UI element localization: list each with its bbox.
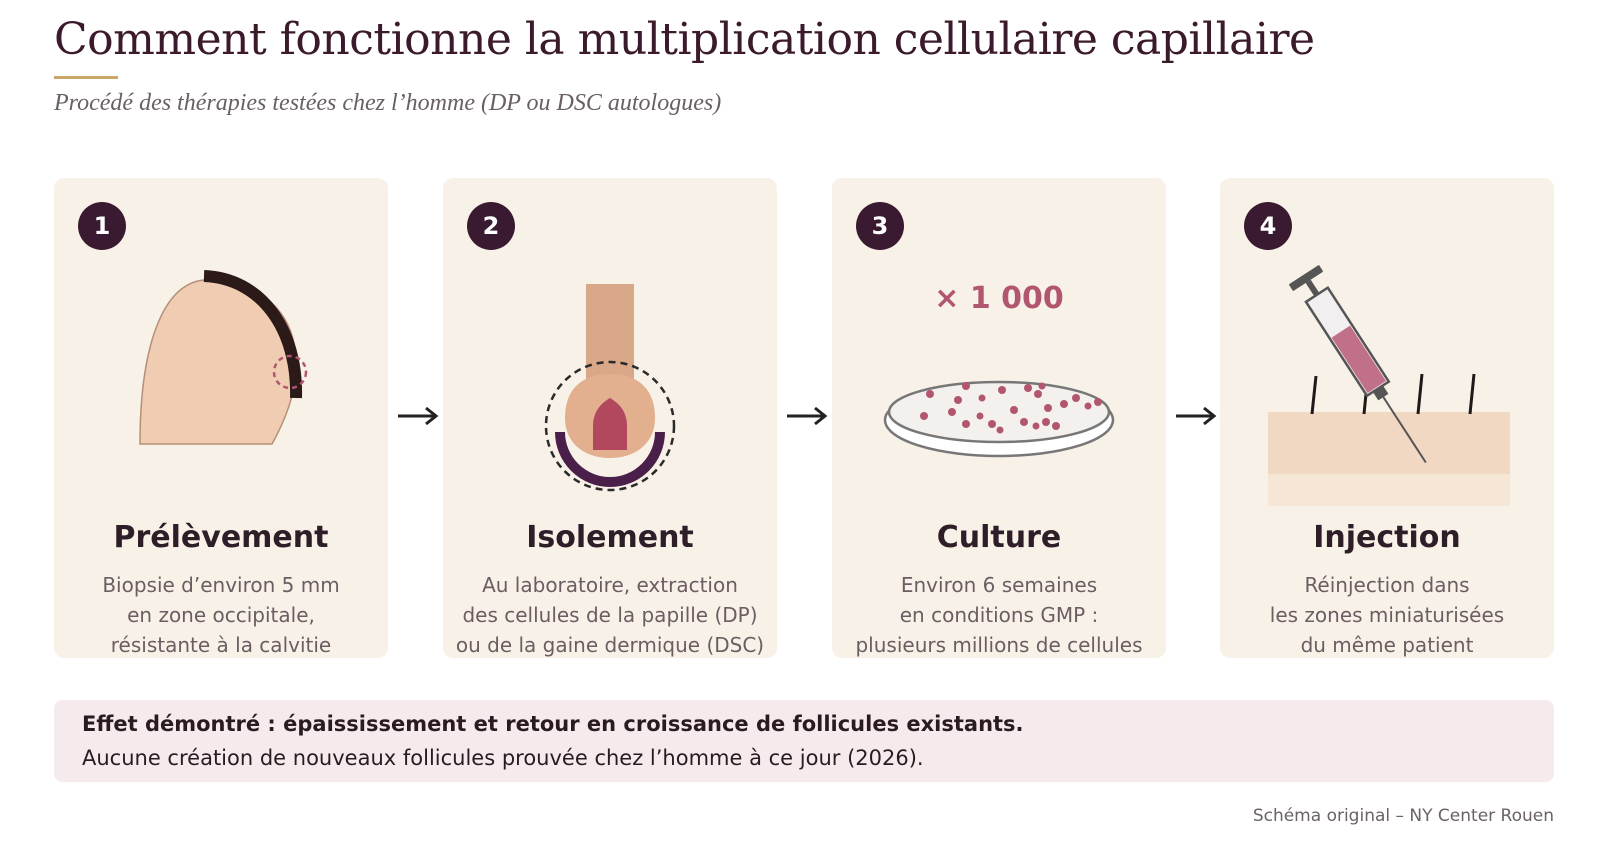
hair-follicle-icon	[544, 284, 676, 492]
arrow-right-icon	[787, 406, 828, 426]
arrow-right-icon	[1176, 406, 1217, 426]
arrow-right-icon	[398, 406, 439, 426]
step-title: Injection	[1313, 520, 1461, 555]
note-text: Aucune création de nouveaux follicules p…	[82, 746, 924, 770]
step-description: Au laboratoire, extraction des cellules …	[455, 573, 765, 657]
step-card-3: 3 × 1 000 Culture Environ 6 semaines en …	[832, 178, 1166, 658]
step-number-badge: 3	[856, 202, 904, 250]
syringe-icon	[1268, 265, 1510, 506]
step-title: Isolement	[526, 520, 694, 555]
petri-dish-icon: × 1 000	[883, 281, 1115, 458]
source-credit: Schéma original – NY Center Rouen	[1252, 806, 1554, 826]
step-number-badge: 2	[467, 202, 515, 250]
page-title: Comment fonctionne la multiplication cel…	[54, 14, 1315, 65]
multiplier-label: × 1 000	[934, 281, 1064, 316]
step-description: Biopsie d’environ 5 mm en zone occipital…	[102, 573, 340, 657]
step-number-badge: 1	[78, 202, 126, 250]
step-card-4: 4 Injection Réinjection dans les zones m…	[1220, 178, 1554, 658]
step-number-badge: 4	[1244, 202, 1292, 250]
title-underline	[54, 76, 118, 79]
result-note-box: Effet démontré : épaississement et retou…	[54, 700, 1554, 782]
note-headline: Effet démontré : épaississement et retou…	[82, 712, 1024, 736]
step-title: Prélèvement	[113, 520, 329, 555]
head-biopsy-icon	[139, 270, 308, 445]
step-description: Réinjection dans les zones miniaturisées…	[1269, 573, 1505, 657]
step-title: Culture	[936, 520, 1062, 555]
step-card-1: 1 Prélèvement Biopsie d’environ 5 mm en …	[54, 178, 388, 658]
page-subtitle: Procédé des thérapies testées chez l’hom…	[54, 90, 722, 116]
step-description: Environ 6 semaines en conditions GMP : p…	[855, 573, 1143, 657]
step-card-2: 2 Isolement Au laboratoire, extraction d…	[443, 178, 777, 658]
